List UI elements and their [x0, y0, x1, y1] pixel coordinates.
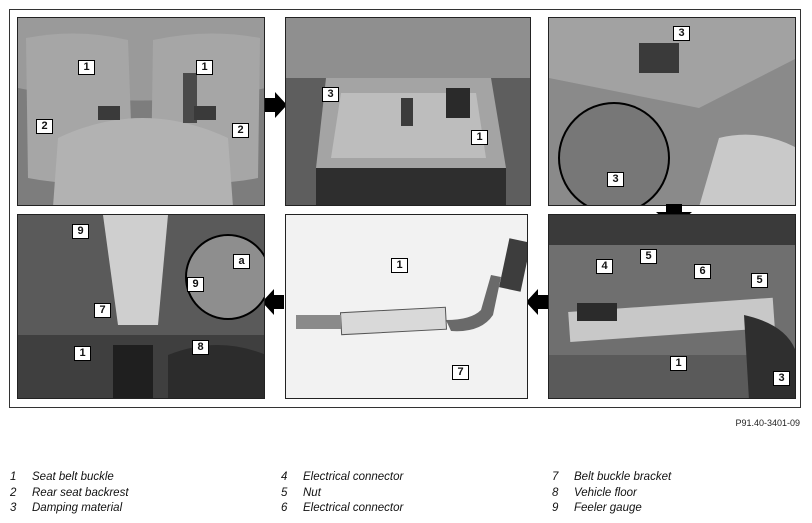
feeler-gauge-illustration	[18, 215, 264, 398]
figure-reference: P91.40-3401-09	[735, 418, 800, 428]
callout-9: 9	[187, 277, 204, 292]
seat-frame-illustration	[286, 18, 530, 205]
callout-3: 3	[773, 371, 790, 386]
callout-1: 1	[471, 130, 488, 145]
callout-5: 5	[751, 273, 768, 288]
callout-1: 1	[670, 356, 687, 371]
photo-seat-frame	[285, 17, 531, 206]
callout-2: 2	[36, 119, 53, 134]
callout-2: 2	[232, 123, 249, 138]
damping-closeup-illustration	[549, 18, 795, 205]
arrow-left-icon	[262, 289, 284, 315]
callout-4: 4	[596, 259, 613, 274]
photo-rear-seat	[17, 17, 265, 206]
callout-7: 7	[452, 365, 469, 380]
photo-seat-belt-buckle	[285, 214, 528, 399]
callout-8: 8	[192, 340, 209, 355]
callout-3: 3	[607, 172, 624, 187]
photo-damping-material	[548, 17, 796, 206]
callout-1: 1	[196, 60, 213, 75]
rear-seat-illustration	[18, 18, 264, 205]
callout-5: 5	[640, 249, 657, 264]
buckle-installed-illustration	[549, 215, 795, 398]
callout-a: a	[233, 254, 250, 269]
callout-3: 3	[673, 26, 690, 41]
callout-1: 1	[391, 258, 408, 273]
arrow-left-icon	[526, 289, 548, 315]
callout-1: 1	[74, 346, 91, 361]
photo-buckle-installed	[548, 214, 796, 399]
seat-belt-buckle-illustration	[286, 215, 527, 398]
callout-3: 3	[322, 87, 339, 102]
photo-feeler-gauge-check	[17, 214, 265, 399]
arrow-right-icon	[265, 92, 287, 118]
callout-7: 7	[94, 303, 111, 318]
callout-6: 6	[694, 264, 711, 279]
callout-9: 9	[72, 224, 89, 239]
callout-1: 1	[78, 60, 95, 75]
